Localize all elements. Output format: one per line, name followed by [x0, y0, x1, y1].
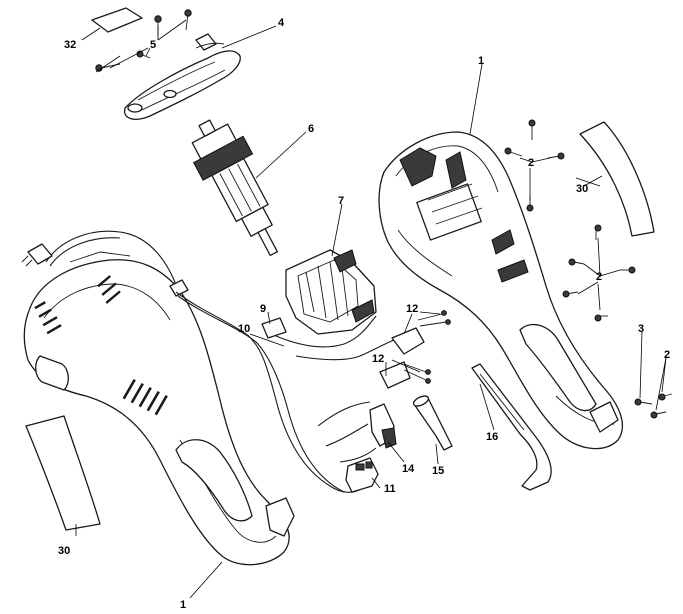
part-16-trigger: [471, 363, 552, 491]
callout-2-right: 2: [664, 349, 670, 361]
part-2-screws-upper: [504, 119, 565, 212]
internal-wiring: [175, 291, 395, 493]
callout-30-left: 30: [58, 545, 70, 557]
part-7-stator: [285, 249, 377, 335]
part-32-label: [91, 7, 143, 33]
part-6-armature: [191, 119, 278, 257]
leader-lines: [75, 19, 667, 599]
part-11-switch: [345, 457, 379, 493]
callout-14: 14: [402, 463, 415, 475]
part-12-brush-holder-lower: [379, 361, 431, 389]
callout-4: 4: [278, 17, 285, 29]
callout-2-upper: 2: [528, 157, 534, 169]
callout-5: 5: [150, 39, 156, 51]
callout-7: 7: [338, 195, 344, 207]
callout-12-upper: 12: [406, 303, 418, 315]
callout-32: 32: [64, 39, 76, 51]
callout-16: 16: [486, 431, 498, 443]
part-3-screw: [634, 398, 653, 406]
part-4-top-cover: [123, 33, 241, 120]
callout-labels: 32 5 4 6 7 1 2 30 2 9 10 12 12 3 2 16 14…: [58, 17, 670, 611]
part-9-terminal: [261, 317, 287, 339]
part-15-sleeve: [412, 395, 453, 451]
power-cord: [21, 230, 189, 297]
callout-2-middle: 2: [596, 271, 602, 283]
part-2-screws-right: [650, 393, 673, 419]
callout-10: 10: [238, 323, 250, 335]
callout-1-bottom: 1: [180, 599, 186, 611]
part-12-brush-holder-upper: [391, 310, 451, 355]
callout-3: 3: [638, 323, 644, 335]
callout-30-right: 30: [576, 183, 588, 195]
callout-1-top: 1: [478, 55, 484, 67]
callout-9: 9: [260, 303, 266, 315]
part-30-label-right: [579, 121, 655, 237]
callout-11: 11: [384, 483, 396, 495]
callout-6: 6: [308, 123, 314, 135]
part-14-brush: [369, 403, 397, 449]
part-30-label-left: [25, 415, 101, 531]
part-2-screws-middle: [562, 224, 636, 322]
part-1-housing-right: [378, 131, 623, 450]
part-5-screws: [95, 9, 192, 72]
callout-12-lower: 12: [372, 353, 384, 365]
callout-15: 15: [432, 465, 444, 477]
left-housing-vents: [34, 275, 168, 416]
